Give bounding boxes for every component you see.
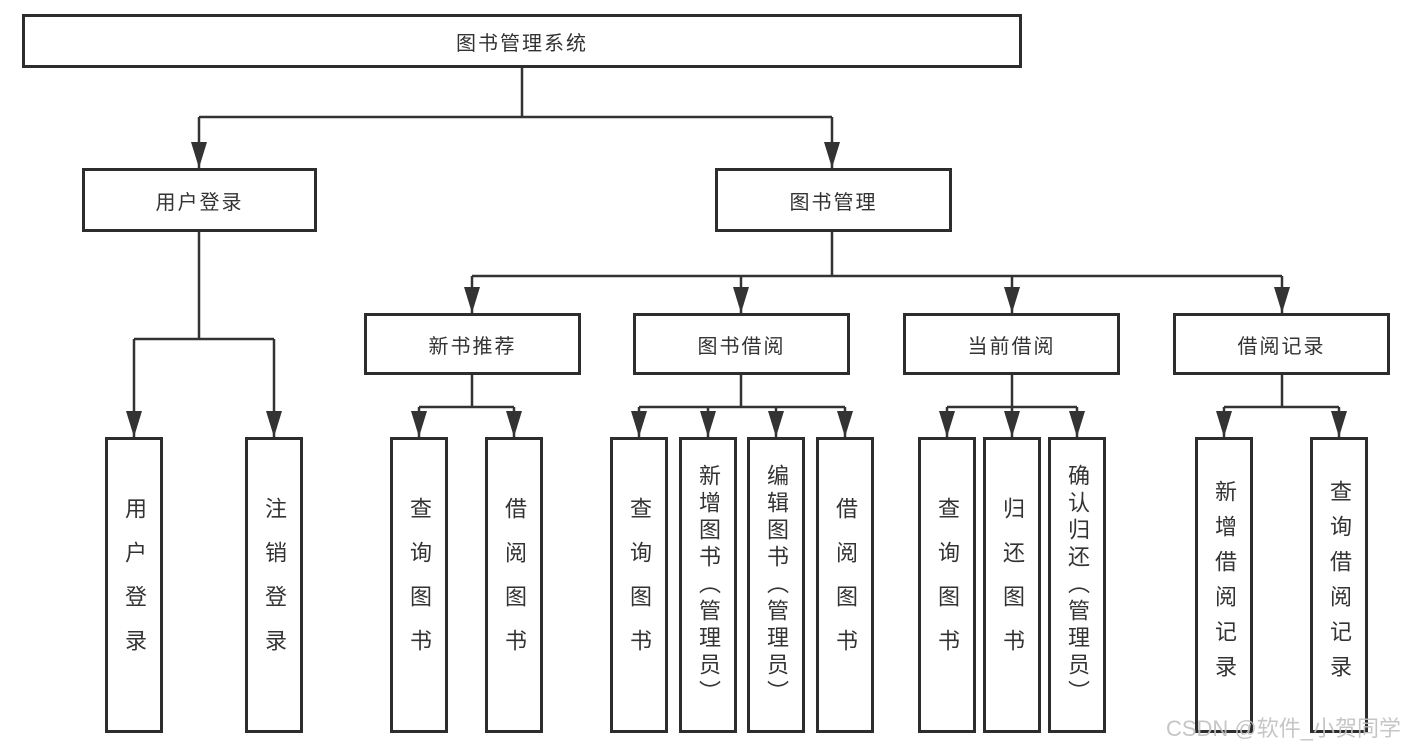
leaf-query-books-borrow: 查询图书 xyxy=(610,437,668,733)
leaf-confirm-return-admin: 确认归还（管理员） xyxy=(1048,437,1106,733)
node-library-management-system: 图书管理系统 xyxy=(22,14,1022,68)
node-current-borrowing: 当前借阅 xyxy=(903,313,1120,375)
leaf-borrow-books-recommend: 借阅图书 xyxy=(485,437,543,733)
leaf-logout: 注销登录 xyxy=(245,437,303,733)
leaf-add-books-admin: 新增图书（管理员） xyxy=(679,437,737,733)
node-label: 新书推荐 xyxy=(428,335,517,358)
node-user-login-branch: 用户登录 xyxy=(82,168,317,232)
csdn-watermark: CSDN @软件_小贺同学 xyxy=(1165,716,1401,741)
leaf-query-books-recommend: 查询图书 xyxy=(390,437,448,733)
node-label: 用户登录 xyxy=(155,191,244,214)
node-label: 图书管理 xyxy=(789,191,878,214)
node-label: 当前借阅 xyxy=(967,335,1056,358)
node-label: 图书借阅 xyxy=(697,335,786,358)
node-borrowing-records: 借阅记录 xyxy=(1173,313,1390,375)
leaf-query-borrow-record: 查询借阅记录 xyxy=(1310,437,1368,733)
node-book-management: 图书管理 xyxy=(715,168,952,232)
node-label: 图书管理系统 xyxy=(456,32,588,55)
node-book-borrowing: 图书借阅 xyxy=(633,313,850,375)
node-new-book-recommendation: 新书推荐 xyxy=(364,313,581,375)
leaf-borrow-books: 借阅图书 xyxy=(816,437,874,733)
leaf-return-books: 归还图书 xyxy=(983,437,1041,733)
leaf-query-books-current: 查询图书 xyxy=(918,437,976,733)
node-label: 借阅记录 xyxy=(1237,335,1326,358)
leaf-user-login: 用户登录 xyxy=(105,437,163,733)
leaf-edit-books-admin: 编辑图书（管理员） xyxy=(747,437,805,733)
leaf-add-borrow-record: 新增借阅记录 xyxy=(1195,437,1253,733)
